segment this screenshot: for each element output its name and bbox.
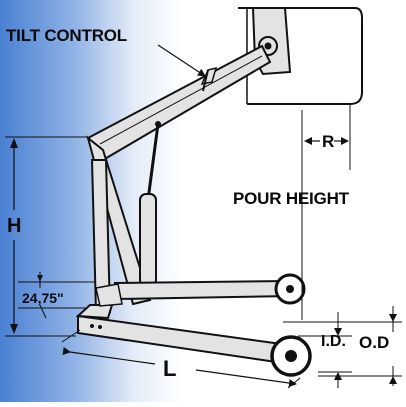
tilt-control-pointer — [157, 44, 206, 77]
hydraulic-rod — [146, 123, 160, 201]
wheel-dimension — [283, 306, 402, 388]
hydraulic-cylinder — [139, 193, 157, 287]
foot-pedal — [95, 283, 123, 307]
inner-diameter-label: I.D. — [321, 333, 346, 350]
l-dimension — [61, 329, 301, 389]
l-label: L — [163, 356, 177, 381]
angle-height-label: 24,75" — [22, 290, 64, 306]
tilt-control-label: TILT CONTROL — [6, 26, 127, 45]
h-dimension — [5, 136, 88, 337]
outer-diameter-label: O.D — [359, 333, 390, 352]
angle-height-indicator — [18, 272, 95, 319]
r-dimension — [301, 104, 351, 320]
r-label: R — [322, 132, 335, 151]
upper-leg — [113, 279, 294, 301]
h-label: H — [7, 215, 22, 237]
pour-height-label: POUR HEIGHT — [233, 189, 349, 208]
